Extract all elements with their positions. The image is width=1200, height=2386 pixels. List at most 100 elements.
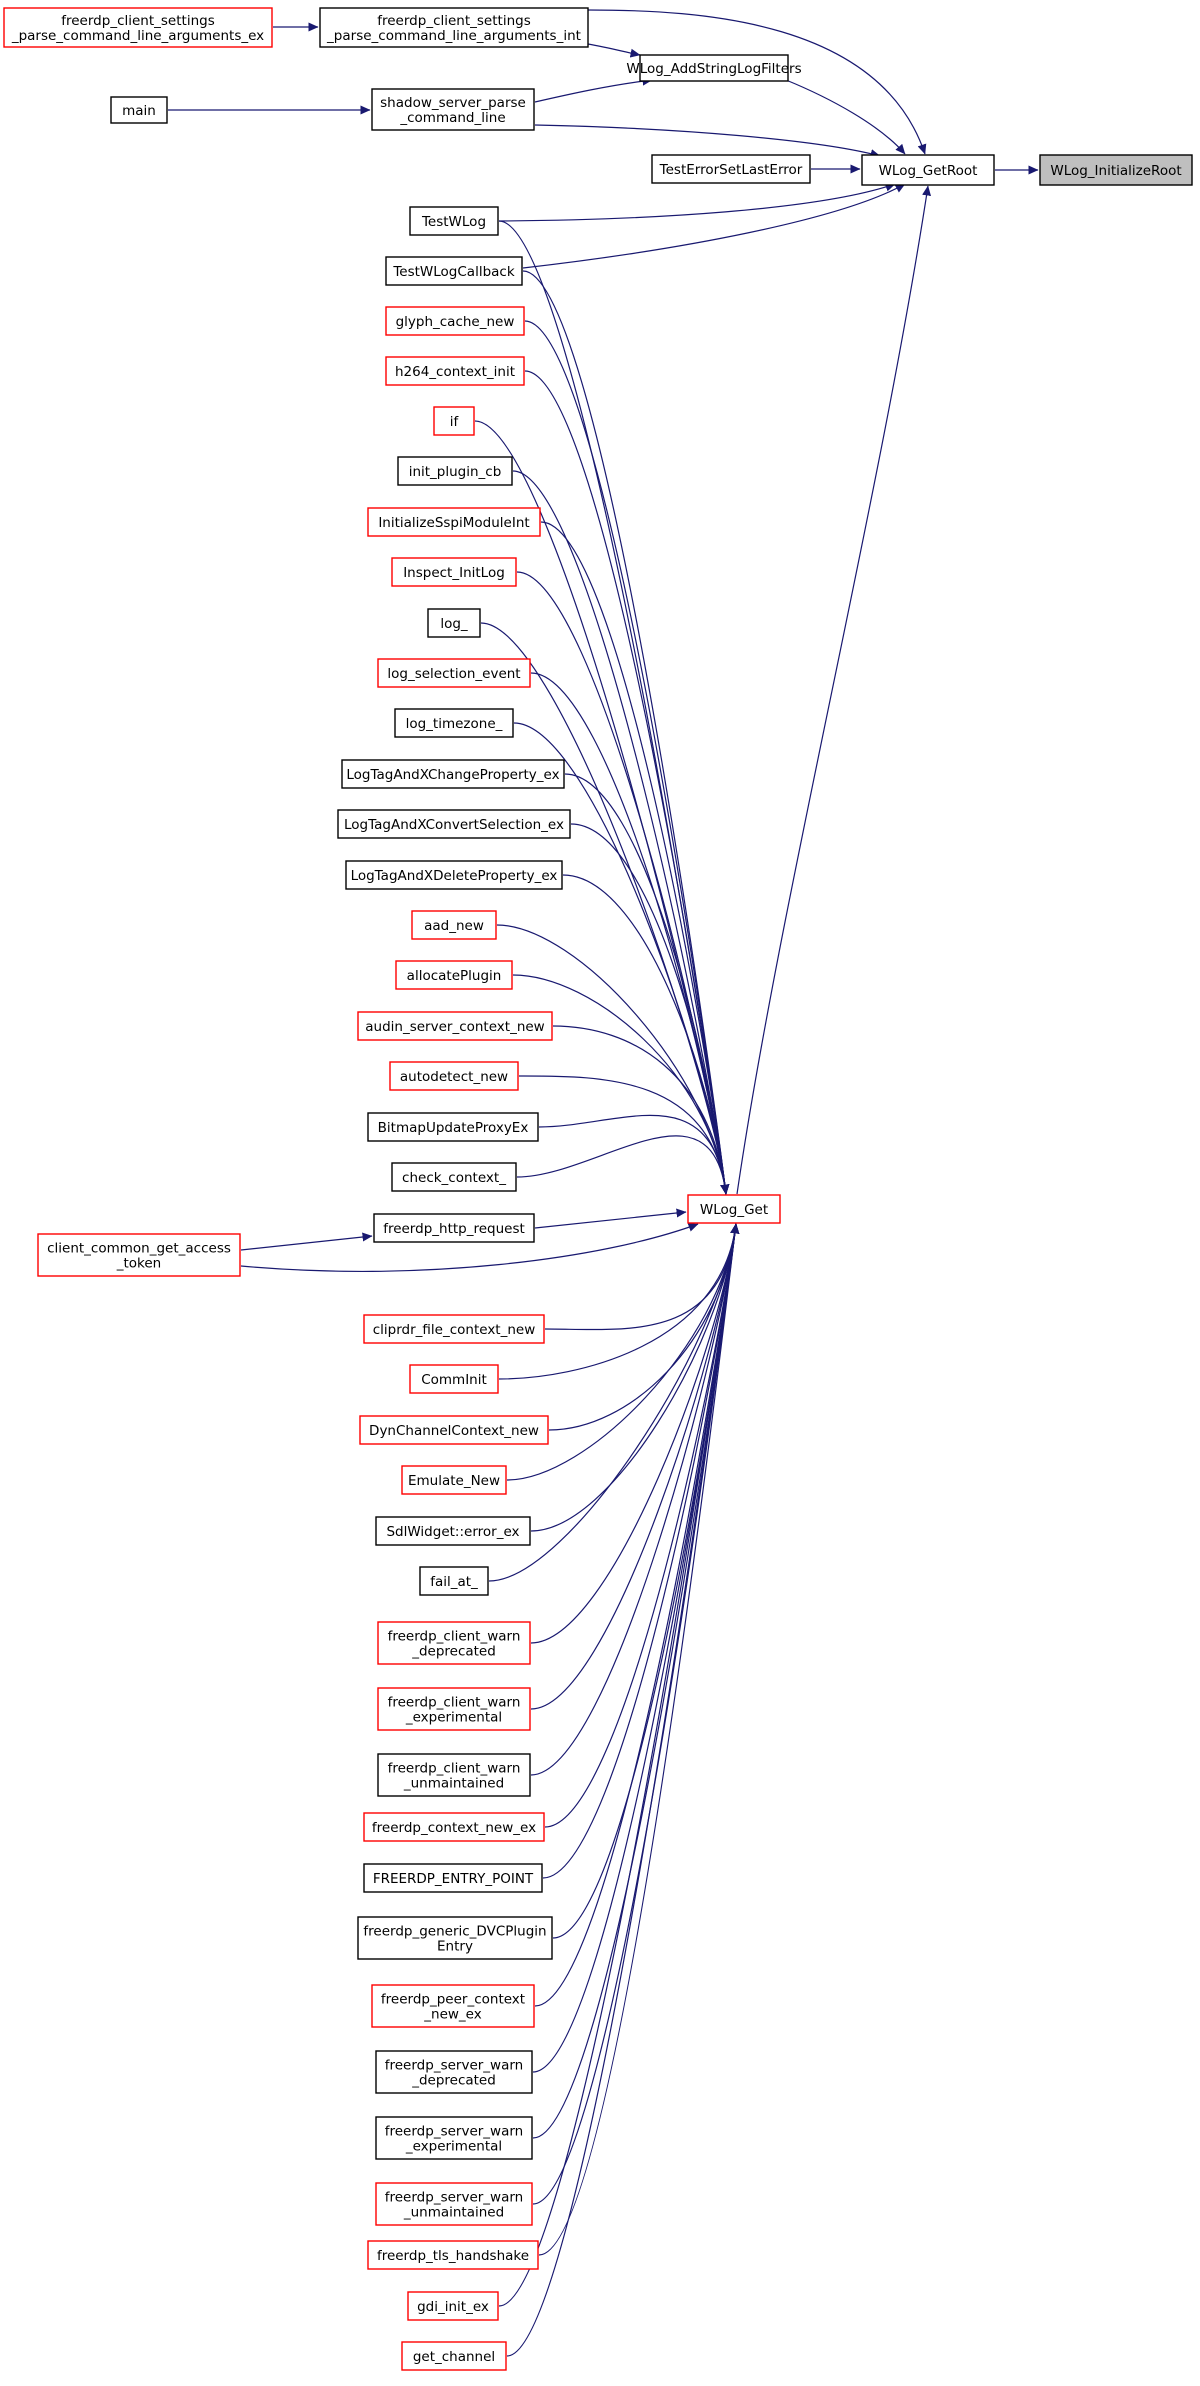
node-get-channel[interactable]: get_channel [401, 2341, 507, 2371]
node-label: freerdp_peer_context [381, 1992, 525, 2008]
node-box [394, 708, 514, 738]
node-testwlogcallback[interactable]: TestWLogCallback [385, 256, 523, 286]
edge-autodetect-to-wlogget [518, 1075, 730, 1195]
edge-testcb-to-getroot [522, 183, 906, 269]
node-box [359, 1415, 549, 1445]
node-wlog-addstringlogfilters[interactable]: WLog_AddStringLogFilters [626, 54, 802, 82]
node-freerdp-entry-point[interactable]: FREERDP_ENTRY_POINT [363, 1863, 543, 1893]
edge-cmd_int-to-getroot [587, 9, 927, 155]
node-box [419, 1566, 489, 1596]
node-fail-at[interactable]: fail_at_ [419, 1566, 489, 1596]
node-testerrorsetlasterror[interactable]: TestErrorSetLastError [651, 154, 811, 184]
edge-shadow-to-addfilters [534, 76, 653, 103]
node-label: _token [116, 1256, 162, 1272]
node-dynchannelcontext-new[interactable]: DynChannelContext_new [359, 1415, 549, 1445]
node-main[interactable]: main [110, 96, 168, 124]
node-label: InitializeSspiModuleInt [378, 515, 529, 531]
node-label: log_selection_event [387, 666, 520, 682]
edge-access-to-wlogget [240, 1223, 699, 1272]
node-label: freerdp_client_settings [377, 13, 530, 29]
node-box [363, 1863, 543, 1893]
node-box [397, 456, 513, 486]
node-box [375, 2116, 533, 2160]
node-bitmapupdateproxyex[interactable]: BitmapUpdateProxyEx [367, 1112, 539, 1142]
edge-addfilters-to-getroot [785, 79, 906, 155]
node-box [377, 1621, 531, 1665]
edge-testcb-to-wlogget [522, 270, 730, 1195]
node-box [377, 658, 531, 688]
node-freerdp-server-warn-unmaintained[interactable]: freerdp_server_warn_unmaintained [375, 2182, 533, 2226]
node-audin-server-context-new[interactable]: audin_server_context_new [357, 1011, 553, 1041]
node-freerdp-client-warn-experimental[interactable]: freerdp_client_warn_experimental [377, 1687, 531, 1731]
node-inspect-initlog[interactable]: Inspect_InitLog [391, 557, 517, 587]
node-log-selection-event[interactable]: log_selection_event [377, 658, 531, 688]
edge-alloc-to-wlogget [512, 974, 730, 1195]
node-box [371, 1984, 535, 2028]
node-box [861, 154, 995, 186]
node-wlog-getroot[interactable]: WLog_GetRoot [861, 154, 995, 186]
node-label: freerdp_server_warn [385, 2190, 524, 2206]
node-label: _unmaintained [403, 2205, 504, 2221]
node-wlog-get[interactable]: WLog_Get [687, 1194, 781, 1224]
node-log-timezone[interactable]: log_timezone_ [394, 708, 514, 738]
node-allocateplugin[interactable]: allocatePlugin [395, 960, 513, 990]
node-freerdp-server-warn-experimental[interactable]: freerdp_server_warn_experimental [375, 2116, 533, 2160]
node-box [377, 1687, 531, 1731]
node-log[interactable]: log_ [427, 608, 481, 638]
node-testwlog[interactable]: TestWLog [409, 206, 499, 236]
node-freerdp-client-warn-unmaintained[interactable]: freerdp_client_warn_unmaintained [377, 1753, 531, 1797]
node-gdi-init-ex[interactable]: gdi_init_ex [407, 2291, 499, 2321]
node-box [110, 96, 168, 124]
node-label: _experimental [405, 1710, 502, 1726]
edge-cmd_int-to-addfilters [587, 43, 641, 58]
node-sdlwidget-error-ex[interactable]: SdlWidget::error_ex [375, 1516, 531, 1546]
edge-access-to-http [240, 1232, 373, 1251]
node-freerdp-http-request[interactable]: freerdp_http_request [373, 1213, 535, 1243]
node-autodetect-new[interactable]: autodetect_new [389, 1061, 519, 1091]
edge-swunm-to-wlogget [532, 1223, 740, 2205]
node-box [371, 88, 535, 131]
node-box [407, 2291, 499, 2321]
node-initializesspimoduleint[interactable]: InitializeSspiModuleInt [367, 507, 541, 537]
edge-ltdel-to-wlogget [562, 874, 730, 1195]
node-cliprdr-file-context-new[interactable]: cliprdr_file_context_new [363, 1314, 545, 1344]
node-glyph-cache-new[interactable]: glyph_cache_new [385, 306, 525, 336]
node-freerdp-peer-context-new-ex[interactable]: freerdp_peer_context_new_ex [371, 1984, 535, 2028]
node-logtagandxconvertselection-ex[interactable]: LogTagAndXConvertSelection_ex [337, 809, 571, 839]
node-if[interactable]: if [433, 406, 475, 436]
node-label: init_plugin_cb [409, 464, 502, 480]
node-comminit[interactable]: CommInit [409, 1364, 499, 1394]
node-box [651, 154, 811, 184]
node-shadow-server-parse-command-line[interactable]: shadow_server_parse_command_line [371, 88, 535, 131]
edge-audin-to-wlogget [552, 1025, 730, 1195]
node-emulate-new[interactable]: Emulate_New [401, 1465, 507, 1495]
node-client-common-get-access-token[interactable]: client_common_get_access_token [37, 1233, 241, 1277]
node-box [401, 2341, 507, 2371]
node-label: allocatePlugin [407, 968, 502, 984]
node-h264-context-init[interactable]: h264_context_init [385, 356, 525, 386]
node-freerdp-client-settings-parse-command-line-arguments-ex[interactable]: freerdp_client_settings_parse_command_li… [3, 7, 273, 48]
edge-getch-to-wlogget [506, 1223, 740, 2357]
node-logtagandxchangeproperty-ex[interactable]: LogTagAndXChangeProperty_ex [341, 759, 565, 789]
node-label: WLog_Get [700, 1202, 768, 1218]
edge-cliprdr-to-wlogget [544, 1223, 740, 1331]
edge-entry-to-wlogget [542, 1223, 740, 1879]
edge-checkctx-to-wlogget [516, 1135, 730, 1195]
node-aad-new[interactable]: aad_new [411, 910, 497, 940]
node-label: WLog_GetRoot [879, 163, 978, 179]
node-logtagandxdeleteproperty-ex[interactable]: LogTagAndXDeleteProperty_ex [345, 860, 563, 890]
node-freerdp-tls-handshake[interactable]: freerdp_tls_handshake [367, 2240, 539, 2270]
node-box [687, 1194, 781, 1224]
node-freerdp-context-new-ex[interactable]: freerdp_context_new_ex [363, 1812, 545, 1842]
node-freerdp-client-warn-deprecated[interactable]: freerdp_client_warn_deprecated [377, 1621, 531, 1665]
node-check-context[interactable]: check_context_ [391, 1162, 517, 1192]
node-label: client_common_get_access [47, 1241, 231, 1257]
node-box [401, 1465, 507, 1495]
node-freerdp-server-warn-deprecated[interactable]: freerdp_server_warn_deprecated [375, 2050, 533, 2094]
node-freerdp-client-settings-parse-command-line-arguments-int[interactable]: freerdp_client_settings_parse_command_li… [319, 7, 589, 48]
node-init-plugin-cb[interactable]: init_plugin_cb [397, 456, 513, 486]
node-box [377, 1753, 531, 1797]
edge-shadow-to-getroot [534, 124, 881, 158]
